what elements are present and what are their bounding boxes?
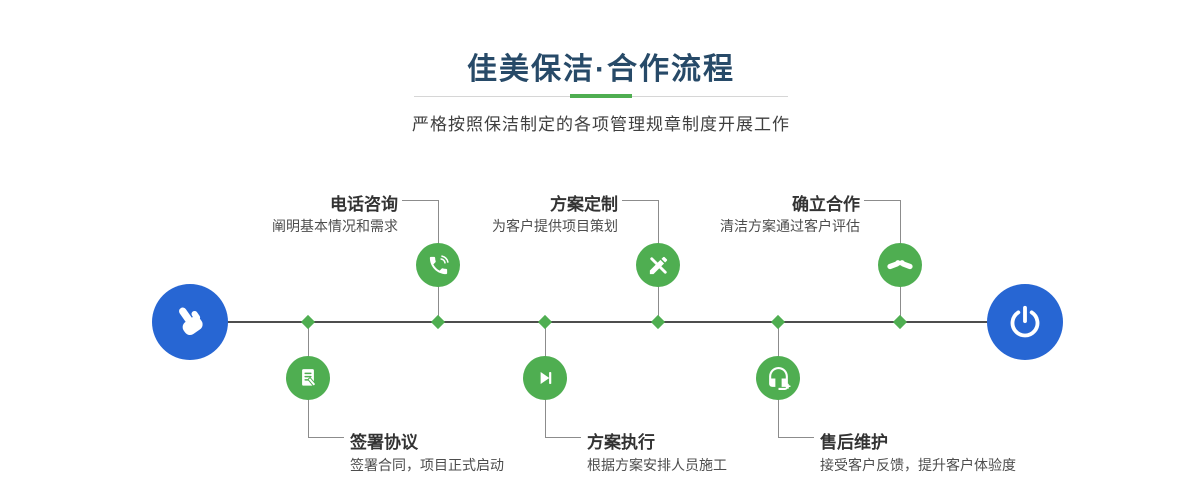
connector-line [308, 322, 309, 437]
step-node [286, 356, 330, 400]
step-description: 为客户提供项目策划 [492, 218, 618, 234]
step-label: 确立合作 [792, 195, 860, 214]
step-description: 根据方案安排人员施工 [587, 457, 727, 473]
step-node [636, 243, 680, 287]
phone-icon [427, 254, 450, 277]
hand-pointer-icon [169, 301, 211, 343]
connector-line [545, 322, 546, 437]
timeline-line [195, 321, 1020, 323]
page-subtitle: 严格按照保洁制定的各项管理规章制度开展工作 [412, 115, 790, 134]
step-description: 阐明基本情况和需求 [272, 218, 398, 234]
page-title: 佳美保洁·合作流程 [467, 53, 735, 86]
step-label: 电话咨询 [330, 195, 398, 214]
connector-elbow [402, 200, 438, 201]
pen-icon [647, 254, 670, 277]
step-node [878, 243, 922, 287]
step-node [523, 356, 567, 400]
step-description: 接受客户反馈，提升客户体验度 [820, 457, 1016, 473]
connector-elbow [778, 437, 814, 438]
connector-line [438, 200, 439, 322]
step-node [416, 243, 460, 287]
connector-elbow [545, 437, 581, 438]
connector-line [778, 322, 779, 437]
power-icon [1005, 302, 1045, 342]
timeline-start-node [152, 284, 228, 360]
handshake-icon [886, 251, 914, 279]
timeline-end-node [987, 284, 1063, 360]
step-node [756, 356, 800, 400]
step-label: 方案定制 [550, 195, 618, 214]
step-label: 售后维护 [820, 433, 888, 452]
contract-icon [295, 365, 321, 391]
headset-icon [766, 366, 791, 391]
connector-elbow [864, 200, 900, 201]
step-description: 清洁方案通过客户评估 [720, 218, 860, 234]
play-icon [533, 366, 557, 390]
connector-line [900, 200, 901, 322]
step-label: 方案执行 [587, 433, 655, 452]
connector-elbow [622, 200, 658, 201]
connector-elbow [308, 437, 344, 438]
title-divider-accent [570, 94, 632, 98]
step-description: 签署合同，项目正式启动 [350, 457, 504, 473]
connector-line [658, 200, 659, 322]
step-label: 签署协议 [350, 433, 418, 452]
